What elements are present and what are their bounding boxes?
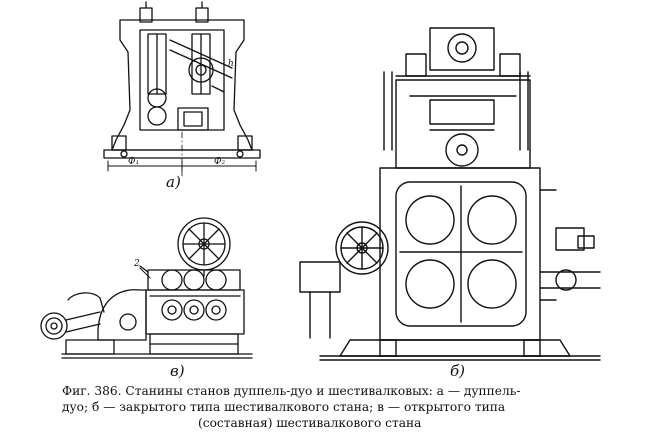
drawing-v-ref-2: 2 [133, 259, 140, 269]
caption-line-3: (составная) шестивалкового стана [198, 416, 422, 430]
subfigure-label-a: a) [166, 173, 181, 191]
drawing-a-dim-right: Ф₂ [214, 157, 225, 167]
drawing-v-open-six-high-stand [40, 217, 253, 359]
caption-line-1: Фиг. 386. Станины станов дуппель-дуо и ш… [62, 384, 521, 398]
figure-caption: Фиг. 386. Станины станов дуппель-дуо и ш… [62, 383, 642, 431]
technical-drawings: Ф₁ Ф₂ h [40, 1, 601, 361]
caption-line-2: дуо; б — закрытого типа шестивалкового с… [62, 400, 506, 414]
subfigure-label-v: в) [170, 362, 185, 380]
subfigure-label-b: б) [450, 362, 466, 380]
drawing-b-closed-six-high-stand [299, 27, 601, 361]
drawing-a-duppel-duo-stand [103, 1, 261, 177]
drawing-a-ref-h: h [228, 59, 234, 69]
drawing-a-dim-left: Ф₁ [128, 157, 139, 167]
